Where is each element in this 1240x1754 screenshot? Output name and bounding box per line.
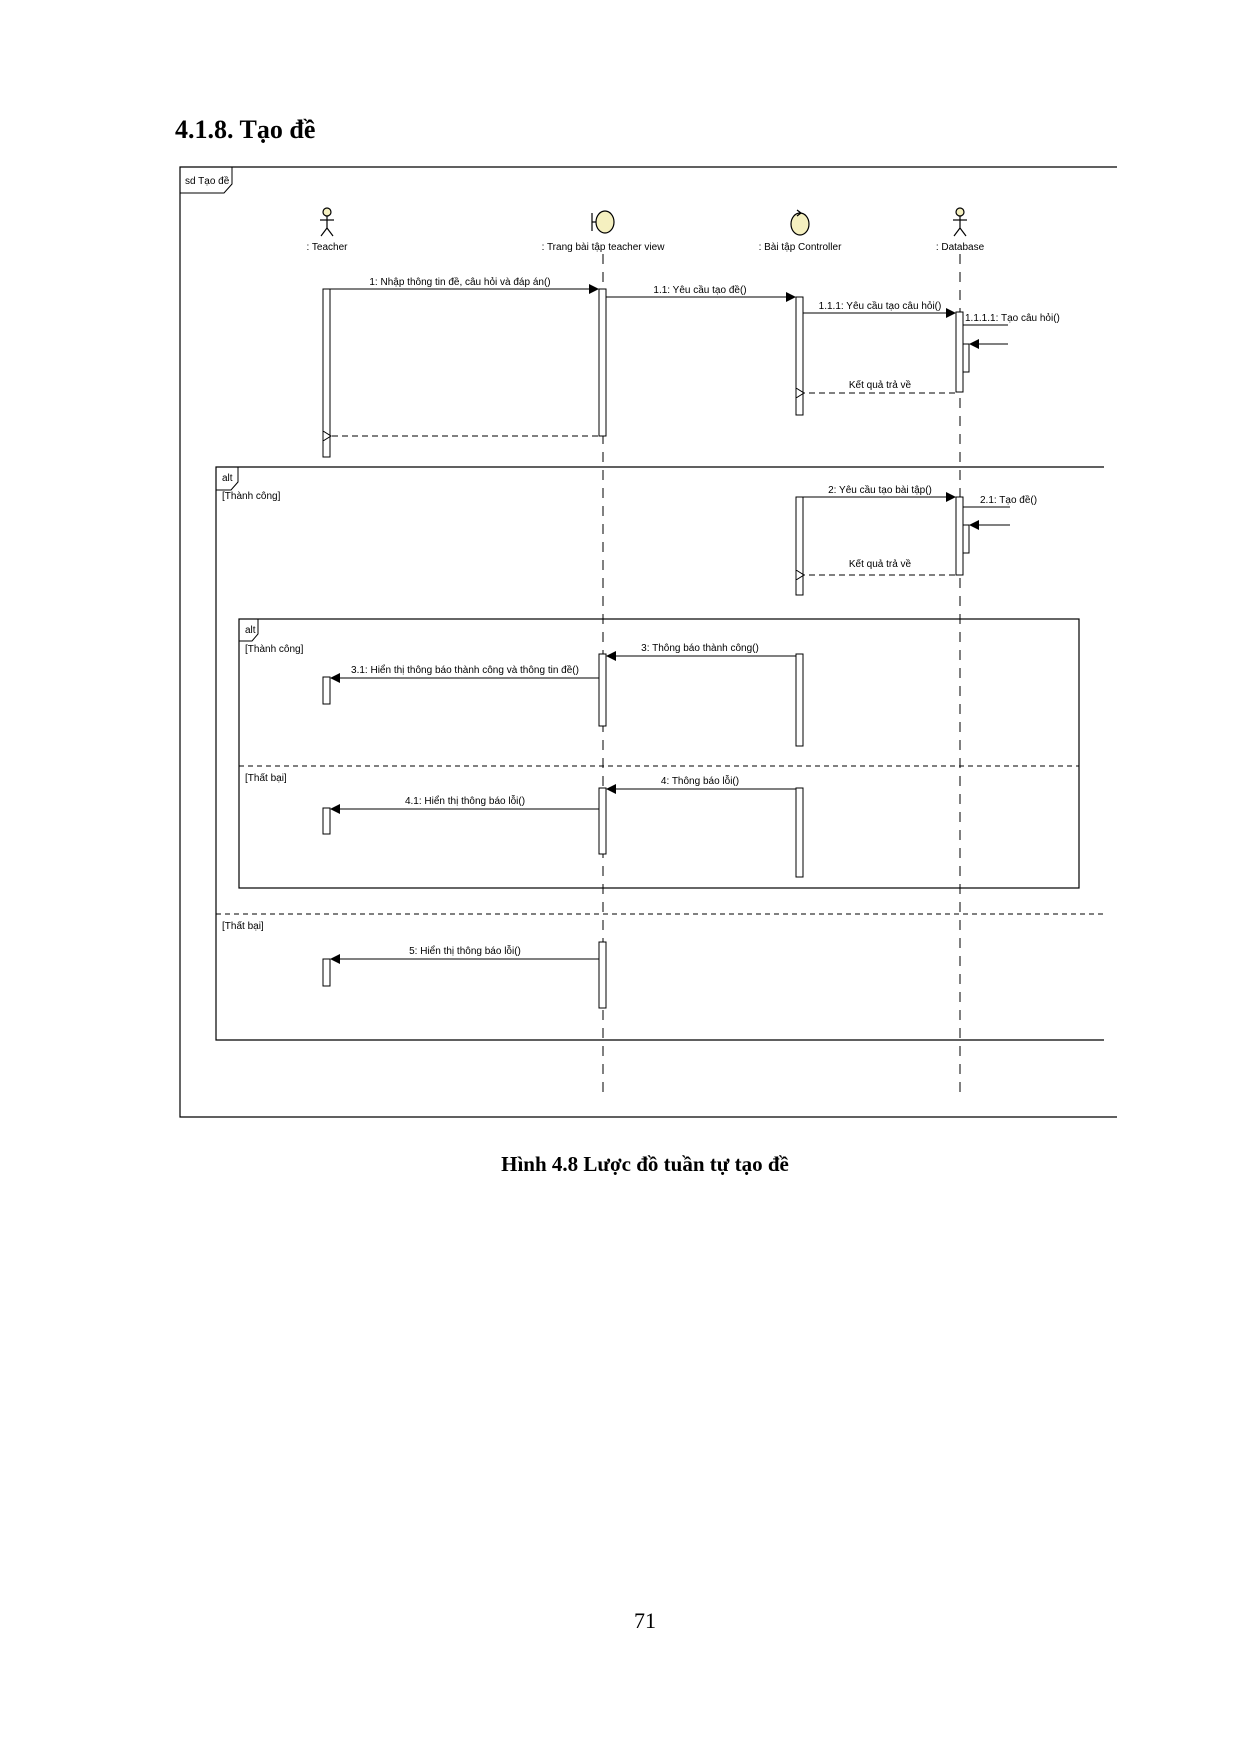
lifeline-label: : Database [936,242,985,253]
guard-label: [Thành công] [222,491,281,502]
lifeline-controller: : Bài tập Controller [759,209,842,253]
svg-text:3: Thông báo thành công(): 3: Thông báo thành công() [641,643,759,654]
svg-text:1: Nhập thông tin đề, câu hỏi: 1: Nhập thông tin đề, câu hỏi và đáp án(… [369,276,550,288]
message-5: 5: Hiển thị thông báo lỗi() [330,944,599,964]
svg-text:4.1: Hiển thị thông báo lỗi(): 4.1: Hiển thị thông báo lỗi() [405,794,525,807]
frame-label: sd Tạo đề [185,175,230,187]
sd-frame: sd Tạo đề [179,166,1117,1118]
lifeline-label: : Bài tập Controller [759,242,842,253]
message-1-1-1-1-self: 1.1.1.1: Tạo câu hỏi() [963,312,1060,349]
message-3: 3: Thông báo thành công() [606,643,796,661]
svg-text:1.1.1.1: Tạo câu hỏi(): 1.1.1.1: Tạo câu hỏi() [965,312,1060,324]
alt-fragment-outer: alt [Thành công] [Thất bại] [215,466,1104,1041]
message-3-1: 3.1: Hiển thị thông báo thành công và th… [330,664,599,683]
lifeline-label: : Trang bài tập teacher view [542,242,666,253]
svg-text:2.1: Tạo đề(): 2.1: Tạo đề() [980,494,1037,506]
svg-text:1.1.1: Yêu cầu tạo câu hỏi(): 1.1.1: Yêu cầu tạo câu hỏi() [819,300,942,312]
svg-text:Kết quả trả về: Kết quả trả về [849,379,912,391]
svg-text:4: Thông báo lỗi(): 4: Thông báo lỗi() [661,774,739,787]
control-icon [790,209,810,236]
guard-label: [Thất bại] [245,772,287,784]
svg-text:Kết quả trả về: Kết quả trả về [849,558,912,570]
boundary-icon [591,210,615,234]
figure-caption: Hình 4.8 Lược đồ tuần tự tạo đề [501,1152,789,1176]
message-2-1-self: 2.1: Tạo đề() [963,494,1037,530]
message-1: 1: Nhập thông tin đề, câu hỏi và đáp án(… [330,276,599,294]
guard-label: [Thành công] [245,644,304,655]
actor-icon [320,207,334,237]
lifeline-teacher: : Teacher [307,207,349,253]
alt-fragment-inner: alt [Thành công] [Thất bại] [238,618,1080,889]
message-4: 4: Thông báo lỗi() [606,774,796,794]
svg-text:alt: alt [222,473,233,484]
svg-text:1.1: Yêu cầu tạo đề(): 1.1: Yêu cầu tạo đề() [653,284,746,296]
lifeline-label: : Teacher [307,242,349,253]
section-heading: 4.1.8. Tạo đề [175,115,316,144]
lifeline-database: : Database [936,207,985,1100]
message-2: 2: Yêu cầu tạo bài tập() [803,484,956,502]
svg-text:3.1: Hiển thị thông báo thành: 3.1: Hiển thị thông báo thành công và th… [351,664,579,676]
page-number: 71 [634,1608,656,1633]
svg-text:2: Yêu cầu tạo bài tập(): 2: Yêu cầu tạo bài tập() [828,484,932,496]
svg-text:5: Hiển thị thông báo lỗi(): 5: Hiển thị thông báo lỗi() [409,944,521,957]
message-1-1: 1.1: Yêu cầu tạo đề() [606,284,796,302]
guard-label: [Thất bại] [222,920,264,932]
message-4-1: 4.1: Hiển thị thông báo lỗi() [330,794,599,814]
return-2: Kết quả trả về [804,558,955,575]
actor-icon [953,207,967,237]
return-1: Kết quả trả về [804,379,955,393]
activation-bars [322,288,970,1009]
message-1-1-1: 1.1.1: Yêu cầu tạo câu hỏi() [803,300,956,318]
svg-text:alt: alt [245,625,256,636]
